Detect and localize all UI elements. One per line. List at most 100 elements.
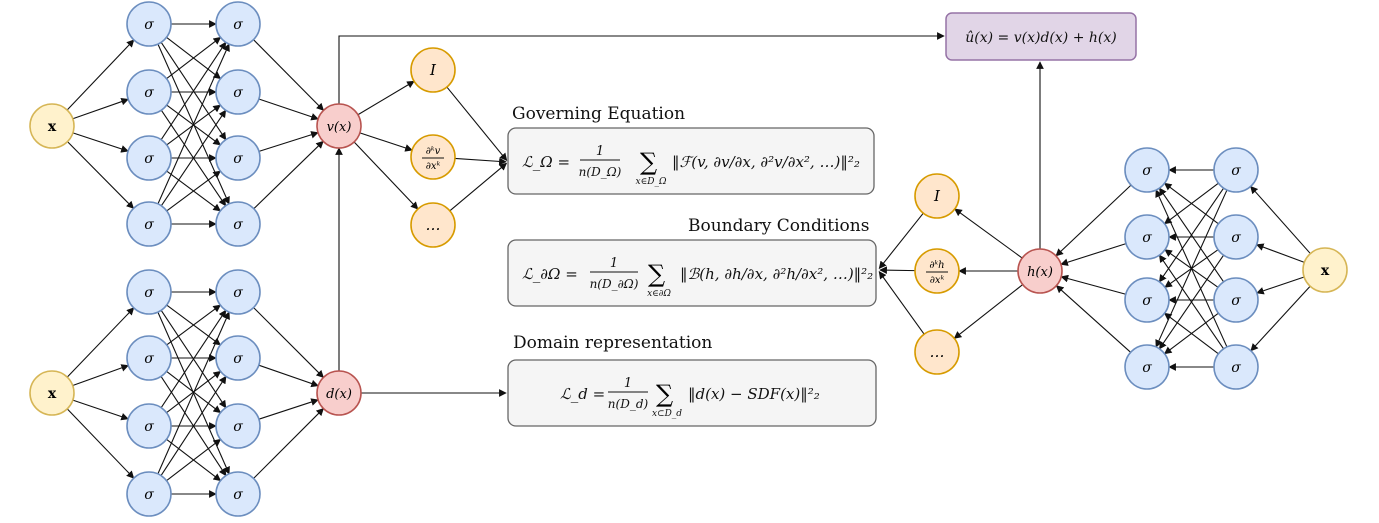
h-derivative-node: ∂ᵏh∂xᵏ (914, 248, 960, 294)
input-to-sigma-arrow (72, 399, 129, 421)
h-output-node-circle (1017, 248, 1063, 294)
sigma-to-v-arrow (253, 140, 324, 210)
sigma-to-sigma-arrow (166, 304, 221, 346)
v-identity-node: I (410, 47, 456, 93)
input-to-sigma-arrow (66, 408, 135, 479)
sigma-node-label: σ (1231, 360, 1241, 376)
sigma-node: σ (215, 1, 261, 47)
input-to-sigma-arrow (1255, 243, 1305, 263)
sigma-node: σ (1213, 147, 1259, 193)
sigma-node-label: σ (233, 151, 243, 167)
sigma-node-circle (215, 135, 261, 181)
input-x-bottom: x (29, 370, 75, 416)
v-derivative-node: ∂ᵏv ∂xᵏ (410, 134, 456, 180)
sigma-to-v-arrow (258, 98, 319, 121)
v-derivative-to-governing-arrow (449, 162, 508, 212)
sigma-node: σ (126, 201, 172, 247)
h-output-node-label: h(x) (1027, 265, 1053, 280)
sigma-node: σ (215, 403, 261, 449)
sigma-node-circle (1213, 344, 1259, 390)
dom-frac-den: n(D_d) (608, 397, 649, 411)
final-solution-group: û(x) = v(x)d(x) + h(x) (945, 12, 1137, 61)
sigma-node: σ (126, 135, 172, 181)
gov-body: ‖ℱ(v, ∂v/∂x, ∂²v/∂x², …)‖²₂ (672, 153, 860, 171)
sigma-to-sigma-arrow (1158, 254, 1225, 350)
input-x-right-label: x (1321, 263, 1330, 279)
sigma-node: σ (215, 201, 261, 247)
bnd-body: ‖ℬ(h, ∂h/∂x, ∂²h/∂x², …)‖²₂ (680, 265, 873, 283)
h-derivative-to-boundary-arrow (879, 266, 916, 275)
sigma-to-sigma-arrow (166, 438, 222, 482)
sigma-node-label: σ (233, 85, 243, 101)
final-solution-box (945, 12, 1137, 61)
input-x-top-label: x (48, 119, 57, 135)
input-to-sigma-arrow (1250, 185, 1311, 254)
boundary-conditions-title: Boundary Conditions (688, 216, 869, 236)
sigma-node: σ (126, 403, 172, 449)
sigma-to-h-arrow (1060, 274, 1126, 295)
v-ellipsis-node: … (410, 202, 456, 248)
sigma-node-label: σ (1142, 360, 1152, 376)
sigma-to-sigma-arrow (160, 309, 227, 408)
boundary-conditions-group: Boundary Conditions ℒ_∂Ω = 1 n(D_∂Ω) ∑ x… (507, 216, 877, 307)
sigma-to-d-arrow (258, 398, 319, 420)
sigma-node-label: σ (1231, 230, 1241, 246)
sigma-node-circle (1124, 277, 1170, 323)
sigma-node-label: σ (233, 351, 243, 367)
h-ellipsis-node: … (914, 329, 960, 375)
input-x-top: x (29, 103, 75, 149)
sigma-to-sigma-arrow (1158, 187, 1225, 283)
sigma-node: σ (1124, 147, 1170, 193)
input-x-right-circle (1302, 247, 1348, 293)
sigma-to-v-arrow (253, 39, 325, 111)
h-identity-node-label: I (933, 187, 941, 205)
sigma-node: σ (215, 471, 261, 517)
governing-equation-box (507, 127, 875, 195)
sigma-node: σ (126, 269, 172, 315)
h-derivative-node-num: ∂ᵏh (929, 260, 944, 271)
sigma-node-circle (1213, 277, 1259, 323)
h-derivative-to-boundary-arrow (878, 212, 924, 270)
sigma-to-sigma-arrow (1163, 182, 1219, 225)
sigma-to-h-arrow (1055, 184, 1132, 257)
boundary-conditions-box (507, 239, 877, 307)
sigma-to-v-arrow (258, 131, 319, 152)
sigma-node: σ (126, 69, 172, 115)
d-output-node-label: d(x) (326, 387, 352, 402)
sigma-to-sigma-arrow (1155, 189, 1228, 348)
sigma-node-label: σ (233, 17, 243, 33)
sigma-node-circle (126, 471, 172, 517)
sigma-to-sigma-arrow (1163, 312, 1219, 355)
sigma-node-circle (126, 69, 172, 115)
v-ellipsis-node-label: … (426, 216, 441, 234)
sigma-node-circle (126, 201, 172, 247)
sigma-node-circle (1213, 147, 1259, 193)
sigma-to-h-arrow (1055, 285, 1131, 353)
gov-sum-symbol: ∑ (640, 148, 657, 176)
input-x-top-circle (29, 103, 75, 149)
sigma-node-label: σ (233, 419, 243, 435)
input-to-sigma-arrow (72, 364, 130, 387)
governing-equation-title: Governing Equation (512, 104, 685, 124)
governing-equation-group: Governing Equation ℒ_Ω = 1 n(D_Ω) ∑ x∈D_… (507, 104, 875, 195)
v-to-derivative-arrow (359, 132, 413, 152)
bnd-frac-num: 1 (610, 256, 618, 271)
v-identity-node-circle (410, 47, 456, 93)
v-to-identity-arrow (357, 80, 415, 116)
sigma-node-circle (126, 135, 172, 181)
input-x-bottom-circle (29, 370, 75, 416)
domain-representation-group: Domain representation ℒ_d = 1 n(D_d) ∑ x… (507, 333, 877, 427)
sigma-node: σ (1213, 344, 1259, 390)
sigma-node-label: σ (144, 285, 154, 301)
sigma-node-label: σ (233, 487, 243, 503)
v-derivative-node-num: ∂ᵏv (426, 146, 441, 157)
input-to-sigma-arrow (66, 307, 135, 378)
sigma-node: σ (126, 335, 172, 381)
h-output-node: h(x) (1017, 248, 1063, 294)
v-derivative-node-den: ∂xᵏ (426, 161, 441, 172)
sigma-node-label: σ (1142, 230, 1152, 246)
dom-lhs: ℒ_d = (560, 385, 605, 403)
domain-representation-box (507, 359, 877, 427)
bnd-sum-symbol: ∑ (648, 260, 665, 288)
